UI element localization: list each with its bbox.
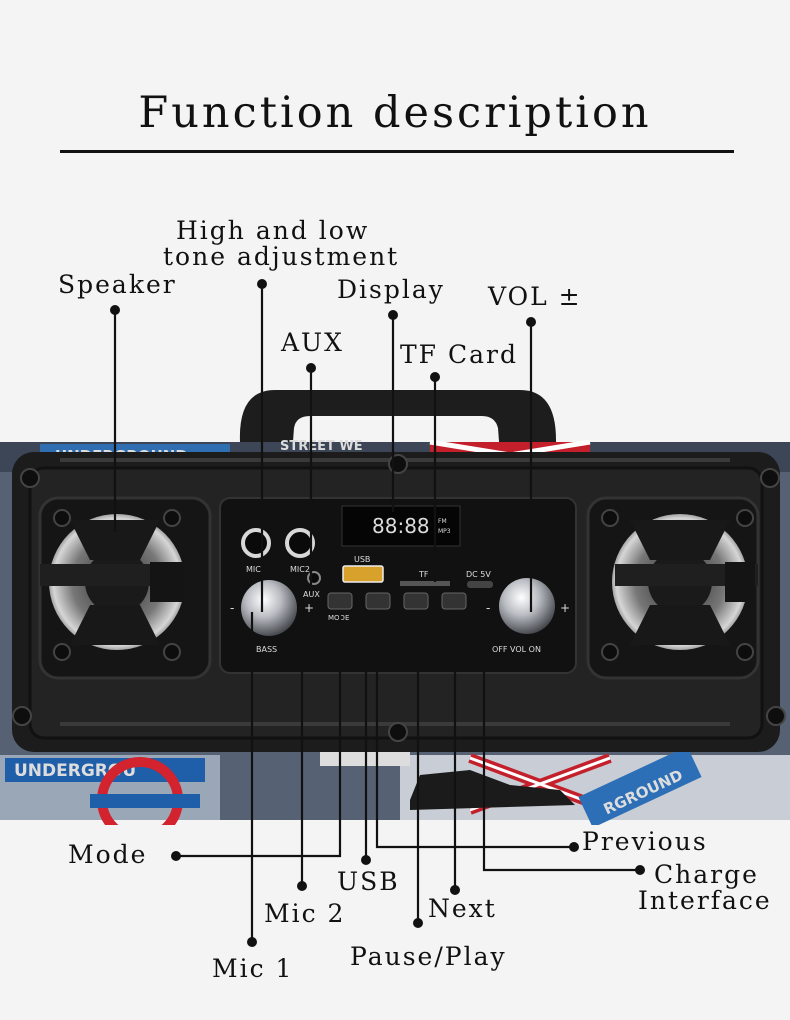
bass-knob (241, 580, 297, 636)
label-mic1: Mic 1 (212, 954, 294, 983)
label-speaker: Speaker (58, 270, 177, 299)
label-tone-line1: High and low (176, 216, 370, 245)
previous-button (365, 592, 391, 610)
next-button (441, 592, 467, 610)
mode-button (327, 592, 353, 610)
label-usb: USB (337, 867, 400, 896)
label-vol: VOL ± (488, 282, 582, 311)
svg-text:+: + (560, 601, 570, 615)
speaker-illustration: UNDERGROUND STREET WE UNDERGROU RGROUND … (0, 390, 790, 825)
aux-port-label: AUX (303, 590, 320, 599)
pause-play-button (403, 592, 429, 610)
label-charge-line1: Charge (654, 860, 759, 889)
dc-port-label: DC 5V (466, 570, 491, 579)
tf-port-label: TF (418, 570, 429, 579)
volume-label: OFF VOL ON (492, 645, 541, 654)
label-tf-card: TF Card (400, 340, 518, 369)
mic1-port-label: MIC (246, 565, 261, 574)
bass-label: BASS (256, 645, 277, 654)
svg-text:FM: FM (438, 518, 447, 525)
label-mic2: Mic 2 (264, 899, 346, 928)
label-charge-line2: Interface (638, 886, 772, 915)
svg-text:-: - (486, 601, 490, 615)
svg-text:+: + (304, 601, 314, 615)
label-pause-play: Pause/Play (350, 942, 507, 971)
svg-text:MP3: MP3 (438, 528, 451, 535)
label-tone-line2: tone adjustment (163, 242, 400, 271)
label-display: Display (337, 275, 445, 304)
sticker-strip-bottom: UNDERGROU RGROUND RES MINSTER (0, 746, 790, 825)
tf-slot (400, 581, 450, 586)
right-speaker-driver (586, 496, 760, 680)
dc-port (467, 581, 493, 588)
brand-top: STREET WE (280, 439, 363, 454)
mode-button-label: MODE (328, 614, 349, 622)
label-next: Next (428, 894, 497, 923)
left-speaker-driver (38, 496, 212, 680)
mic2-port-label: MIC2 (290, 565, 310, 574)
title-divider (60, 150, 734, 153)
display-digits: 88:88 (372, 514, 430, 538)
label-previous: Previous (582, 827, 708, 856)
label-aux: AUX (281, 328, 344, 357)
usb-port-label: USB (354, 555, 370, 564)
svg-text:-: - (230, 601, 234, 615)
volume-knob (499, 578, 555, 634)
mic2-jack (285, 528, 315, 558)
label-mode: Mode (68, 840, 148, 869)
handle (239, 390, 556, 455)
usb-port (342, 565, 384, 583)
control-panel: MIC MIC2 AUX BASS - + 88:88 FM MP3 USB T… (219, 497, 577, 674)
page-title: Function description (138, 88, 652, 138)
